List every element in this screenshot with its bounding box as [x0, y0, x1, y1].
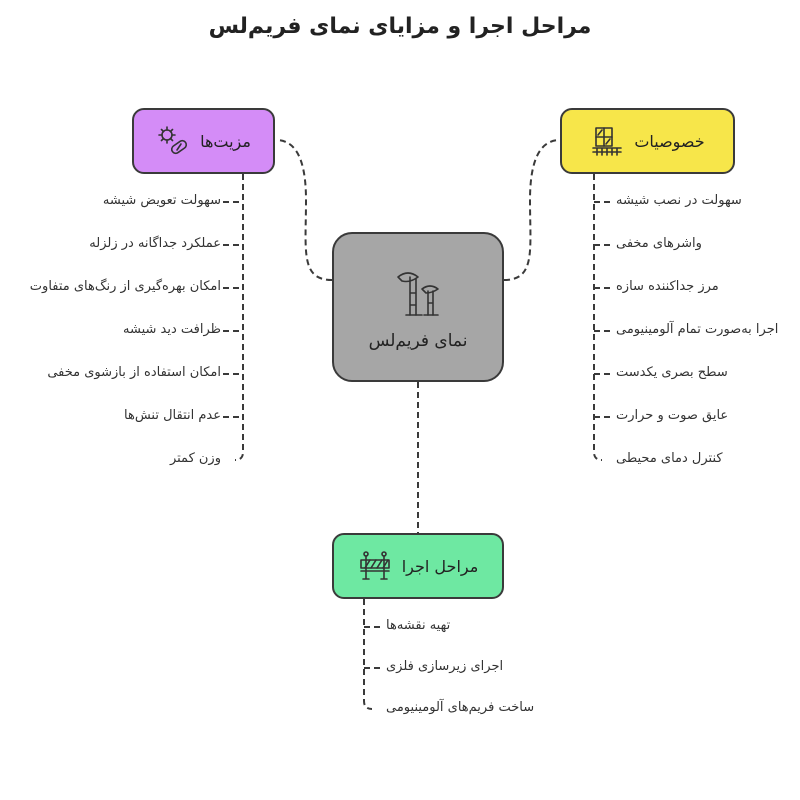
benefits-item: ظرافت دید شیشه [123, 322, 221, 337]
steps-item: تهیه نقشه‌ها [386, 618, 451, 633]
center-node-label: نمای فریم‌لس [368, 331, 468, 351]
benefits-item: عدم انتقال تنش‌ها [124, 408, 221, 423]
features-item: سهولت در نصب شیشه [616, 193, 742, 208]
connector-center-benefits [275, 139, 333, 281]
steps-item: اجرای زیرسازی فلزی [386, 659, 504, 674]
features-trunk [593, 174, 603, 461]
benefits-item: سهولت تعویض شیشه [102, 193, 221, 208]
connector-center-features [503, 139, 561, 281]
features-item: اجرا به‌صورت تمام آلومینیومی [616, 322, 779, 337]
benefits-node-label: مزیت‌ها [200, 131, 251, 151]
window-frame-icon [592, 127, 623, 156]
benefits-trunk [234, 174, 244, 461]
tree-structure-icon [397, 272, 439, 316]
features-item: کنترل دمای محیطی [616, 451, 723, 466]
features-item: واشرهای مخفی [616, 236, 702, 251]
benefits-node[interactable]: مزیت‌ها [132, 108, 275, 174]
benefits-item: وزن کمتر [169, 451, 221, 466]
features-item: عایق صوت و حرارت [616, 408, 729, 423]
benefits-item: امکان استفاده از بازشوی مخفی [47, 365, 221, 380]
benefits-item: امکان بهره‌گیری از رنگ‌های متفاوت [29, 279, 221, 294]
features-item: مرز جداکننده سازه [616, 279, 719, 294]
benefits-item: عملکرد جداگانه در زلزله [89, 236, 221, 251]
gear-bandage-icon [158, 126, 188, 155]
features-node-label: خصوصیات [634, 131, 705, 151]
steps-item: ساخت فریم‌های آلومینیومی [386, 700, 535, 715]
features-node[interactable]: خصوصیات [560, 108, 735, 174]
steps-node-label: مراحل اجرا [401, 556, 479, 576]
steps-node[interactable]: مراحل اجرا [332, 533, 504, 599]
diagram-title: مراحل اجرا و مزایای نمای فریم‌لس [208, 14, 592, 39]
steps-trunk [363, 599, 373, 710]
center-node[interactable]: نمای فریم‌لس [332, 232, 504, 382]
construction-barrier-icon [359, 551, 390, 580]
features-item: سطح بصری یکدست [616, 365, 728, 380]
